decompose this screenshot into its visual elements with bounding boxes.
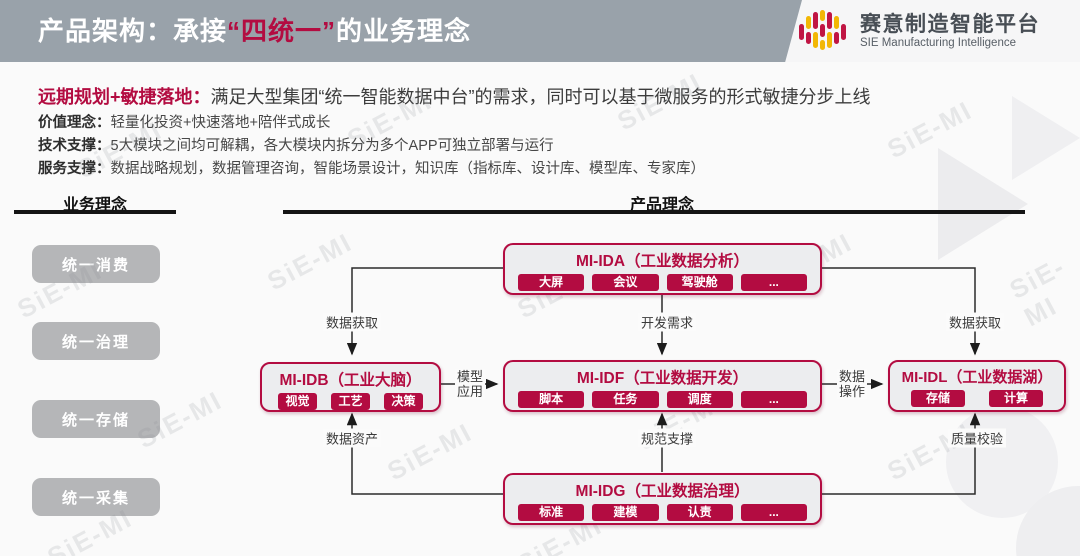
app-pill-more[interactable]: ... [740,274,807,291]
edge-label-dev-demand: 开发需求 [637,312,697,332]
app-pill-meeting[interactable]: 会议 [592,274,659,291]
logo-name-cn: 赛意制造智能平台 [860,12,1040,36]
edge-label-quality-check: 质量校验 [947,428,1007,448]
app-pill-cockpit[interactable]: 驾驶舱 [666,274,733,291]
app-pill-more[interactable]: ... [740,504,807,521]
app-pill-craft[interactable]: 工艺 [331,393,370,410]
bullet-value: 价值理念：轻量化投资+快速落地+陪伴式成长 [38,112,705,135]
app-pill-schedule[interactable]: 调度 [666,391,733,408]
section-divider-product [283,210,1025,214]
module-title: MI-IDL（工业数据湖） [901,369,1053,386]
app-pill-accountability[interactable]: 认责 [666,504,733,521]
app-pill-dashboard[interactable]: 大屏 [518,274,585,291]
business-button-store[interactable]: 统一存储 [32,400,160,438]
section-title-business: 业务理念 [62,197,128,214]
module-apps: 大屏 会议 驾驶舱 ... [505,274,820,291]
watermark-text: SiE-MI [262,226,358,297]
lead-label: 远期规划+敏捷落地： [38,87,211,107]
watermark-text: SiE-MI [382,416,478,487]
module-mi-idg: MI-IDG（工业数据治理） 标准 建模 认责 ... [503,473,822,525]
edge-label-line: 模型 [454,369,486,384]
brand-logo: 赛意制造智能平台 SIE Manufacturing Intelligence [798,10,1040,52]
bullet-label: 价值理念： [38,115,111,131]
section-title-product: 产品理念 [629,197,695,214]
watermark-text: SiE-MI [1004,250,1071,333]
bullet-text: 轻量化投资+快速落地+陪伴式成长 [110,115,331,131]
module-apps: 存储 计算 [890,390,1064,407]
lead-statement: 远期规划+敏捷落地：满足大型集团“统一智能数据中台”的需求，同时可以基于微服务的… [38,83,871,109]
edge-label-line: 数据 [836,369,868,384]
app-pill-more[interactable]: ... [740,391,807,408]
page-title: 产品架构：承接“四统一”的业务理念 [38,0,471,62]
logo-text: 赛意制造智能平台 SIE Manufacturing Intelligence [860,13,1040,50]
module-apps: 视觉 工艺 决策 [262,393,439,410]
app-pill-script[interactable]: 脚本 [518,391,585,408]
logo-name-en: SIE Manufacturing Intelligence [860,36,1016,49]
edge-label-model-apply: 模型 应用 [454,369,486,399]
edge-label-line: 应用 [454,384,486,399]
app-pill-task[interactable]: 任务 [592,391,659,408]
module-title: MI-IDB（工业大脑） [279,372,422,389]
business-button-consume[interactable]: 统一消费 [32,245,160,283]
page-title-prefix: 产品架构：承接 [38,16,228,46]
page-title-suffix: 的业务理念 [336,16,472,46]
edge-label-line: 操作 [836,384,868,399]
app-pill-vision[interactable]: 视觉 [278,393,317,410]
page-title-highlight: “四统一” [227,16,337,46]
section-divider-business [14,210,176,214]
module-mi-idb: MI-IDB（工业大脑） 视觉 工艺 决策 [260,362,441,412]
edge-label-spec-support: 规范支撑 [637,428,697,448]
bullet-text: 数据战略规划，数据管理咨询，智能场景设计，知识库（指标库、设计库、模型库、专家库… [110,161,706,177]
bullet-text: 5大模块之间均可解耦，各大模块内拆分为多个APP可独立部署与运行 [110,138,554,154]
module-mi-idf: MI-IDF（工业数据开发） 脚本 任务 调度 ... [503,360,822,412]
header-bar: 产品架构：承接“四统一”的业务理念 赛意制造智能平台 SIE Manuf [0,0,1080,62]
edge-label-data-operate: 数据 操作 [836,369,868,399]
edge-label-data-acquire-right: 数据获取 [945,312,1005,332]
app-pill-standard[interactable]: 标准 [518,504,585,521]
app-pill-decision[interactable]: 决策 [384,393,423,410]
app-pill-modeling[interactable]: 建模 [592,504,659,521]
module-title: MI-IDA（工业数据分析） [575,253,750,270]
module-apps: 脚本 任务 调度 ... [505,391,820,408]
watermark-text: SiE-MI [882,416,978,487]
logo-dot-matrix-icon [799,10,846,50]
intro-bullets: 价值理念：轻量化投资+快速落地+陪伴式成长 技术支撑：5大模块之间均可解耦，各大… [38,112,705,181]
header-dark-band [0,0,802,62]
module-apps: 标准 建模 认责 ... [505,504,820,521]
module-mi-ida: MI-IDA（工业数据分析） 大屏 会议 驾驶舱 ... [503,243,822,295]
edge-label-data-acquire-left: 数据获取 [322,312,382,332]
bullet-service: 服务支撑：数据战略规划，数据管理咨询，智能场景设计，知识库（指标库、设计库、模型… [38,158,705,181]
bullet-label: 服务支撑： [38,161,111,177]
business-button-govern[interactable]: 统一治理 [32,322,160,360]
watermark-text: SiE-MI [882,94,978,165]
module-mi-idl: MI-IDL（工业数据湖） 存储 计算 [888,360,1066,412]
edge-label-data-asset: 数据资产 [322,428,382,448]
module-title: MI-IDF（工业数据开发） [576,370,749,387]
app-pill-storage[interactable]: 存储 [911,390,965,407]
lead-text: 满足大型集团“统一智能数据中台”的需求，同时可以基于微服务的形式敏捷分步上线 [210,87,871,107]
bullet-label: 技术支撑： [38,138,111,154]
business-button-collect[interactable]: 统一采集 [32,478,160,516]
app-pill-compute[interactable]: 计算 [989,390,1043,407]
bullet-tech: 技术支撑：5大模块之间均可解耦，各大模块内拆分为多个APP可独立部署与运行 [38,135,705,158]
module-title: MI-IDG（工业数据治理） [575,483,750,500]
